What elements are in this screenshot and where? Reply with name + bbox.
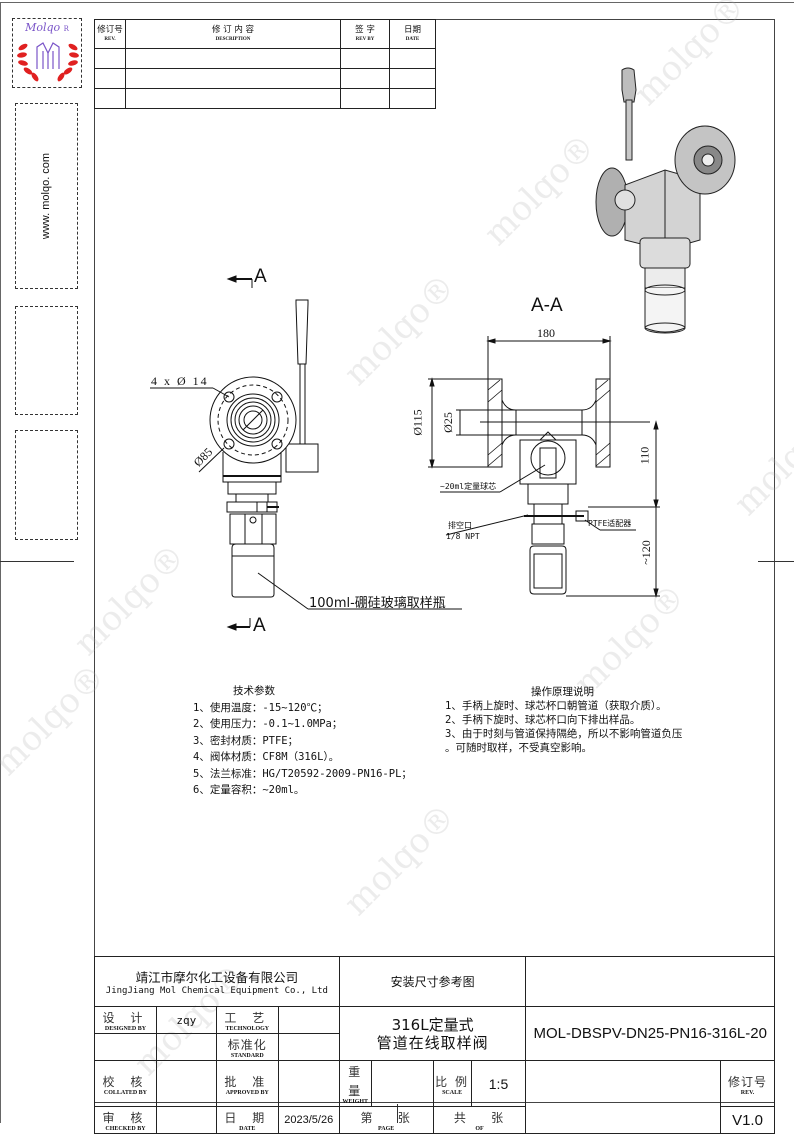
bottle-height-dimension: ~120 <box>638 540 653 565</box>
logo-box: Molqo R <box>12 18 82 88</box>
list-item: 4、阀体材质：CF8M（316L）。 <box>193 751 340 763</box>
list-item: 1、手柄上旋时、球芯杯口朝管道（获取介质）。 <box>445 700 667 712</box>
bottle-callout: 100ml-硼硅玻璃取样瓶 <box>309 596 446 611</box>
blank-cell <box>525 956 775 1007</box>
table-row <box>94 88 436 109</box>
product-name: 316L定量式 管道在线取样阀 <box>338 1006 527 1061</box>
center-mark-left <box>0 561 74 562</box>
sheet-outer-border-left <box>0 2 1 1123</box>
title-block: 靖江市摩尔化工设备有限公司 JingJiang Mol Chemical Equ… <box>94 956 775 1134</box>
vent-callout-line1: 排空口 <box>448 521 472 530</box>
sidebar-blank-box <box>15 306 78 415</box>
company-name-en: JingJiang Mol Chemical Equipment Co., Lt… <box>105 986 328 996</box>
drawing-type: 安装尺寸参考图 <box>338 956 527 1007</box>
operation-title: 操作原理说明 <box>531 686 594 698</box>
revision-value: V1.0 <box>720 1106 775 1134</box>
blank-cell <box>94 1033 157 1061</box>
section-marker-bottom: A <box>253 615 266 636</box>
date-value: 2023/5/26 <box>277 1106 340 1134</box>
center-mark-right <box>758 561 794 562</box>
technology-value <box>277 1006 340 1034</box>
tech-params: 技术参数 1、使用温度：-15~120℃； 2、使用压力：-0.1~1.0MPa… <box>193 683 412 799</box>
designed-by-value: zqy <box>155 1006 217 1034</box>
list-item: 6、定量容积：~20ml。 <box>193 784 305 796</box>
operation-notes: 操作原理说明 1、手柄上旋时、球芯杯口朝管道（获取介质）。 2、手柄下旋时、球芯… <box>445 685 682 755</box>
sidebar-blank-box <box>15 430 78 540</box>
logo-brand-text: Molqo R <box>25 21 69 34</box>
list-item: 。可随时取样，不受真空影响。 <box>445 742 592 754</box>
ball-callout: ~20ml定量球芯 <box>440 482 497 491</box>
list-item: 1、使用温度：-15~120℃； <box>193 701 328 714</box>
list-item: 5、法兰标准：HG/T20592-2009-PN16-PL； <box>193 767 412 780</box>
list-item: 2、手柄下旋时、球芯杯口向下排出样品。 <box>445 714 641 726</box>
section-title: A-A <box>531 295 563 316</box>
vent-callout-line2: 1/8 NPT <box>446 532 480 541</box>
list-item: 2、使用压力：-0.1~1.0MPa； <box>193 718 343 730</box>
table-row <box>94 68 436 89</box>
collated-by-value <box>155 1060 217 1107</box>
standard-value <box>277 1033 340 1061</box>
company-cell: 靖江市摩尔化工设备有限公司 JingJiang Mol Chemical Equ… <box>94 956 340 1007</box>
flange-diameter-dimension: Ø115 <box>410 409 425 436</box>
bore-diameter-dimension: Ø25 <box>440 412 455 433</box>
website-box <box>15 103 78 289</box>
tech-params-title: 技术参数 <box>233 685 275 697</box>
adapter-callout: PTFE适配器 <box>588 519 632 528</box>
bolt-holes-dimension: 4 x Ø 14 <box>151 374 209 388</box>
list-item: 3、由于时刻与管道保持隔绝，所以不影响管道负压 <box>445 728 683 740</box>
valve-3d-render <box>595 67 736 334</box>
list-item: 3、密封材质：PTFE； <box>193 734 299 747</box>
checked-by-value <box>155 1106 217 1134</box>
weight-value <box>370 1060 434 1107</box>
width-dimension: 180 <box>537 326 555 340</box>
sheet-outer-border-top <box>0 2 794 3</box>
blank-cell <box>155 1033 217 1061</box>
height-dimension: 110 <box>637 446 652 465</box>
section-marker-top: A <box>254 266 267 287</box>
table-row <box>94 48 436 69</box>
model-code: MOL-DBSPV-DN25-PN16-316L-20 <box>525 1006 775 1061</box>
approved-by-value <box>277 1060 340 1107</box>
blank-cell <box>525 1060 721 1134</box>
company-name-cn: 靖江市摩尔化工设备有限公司 <box>135 970 299 985</box>
logo-emblem-icon <box>17 42 79 82</box>
scale-value: 1:5 <box>470 1060 527 1107</box>
